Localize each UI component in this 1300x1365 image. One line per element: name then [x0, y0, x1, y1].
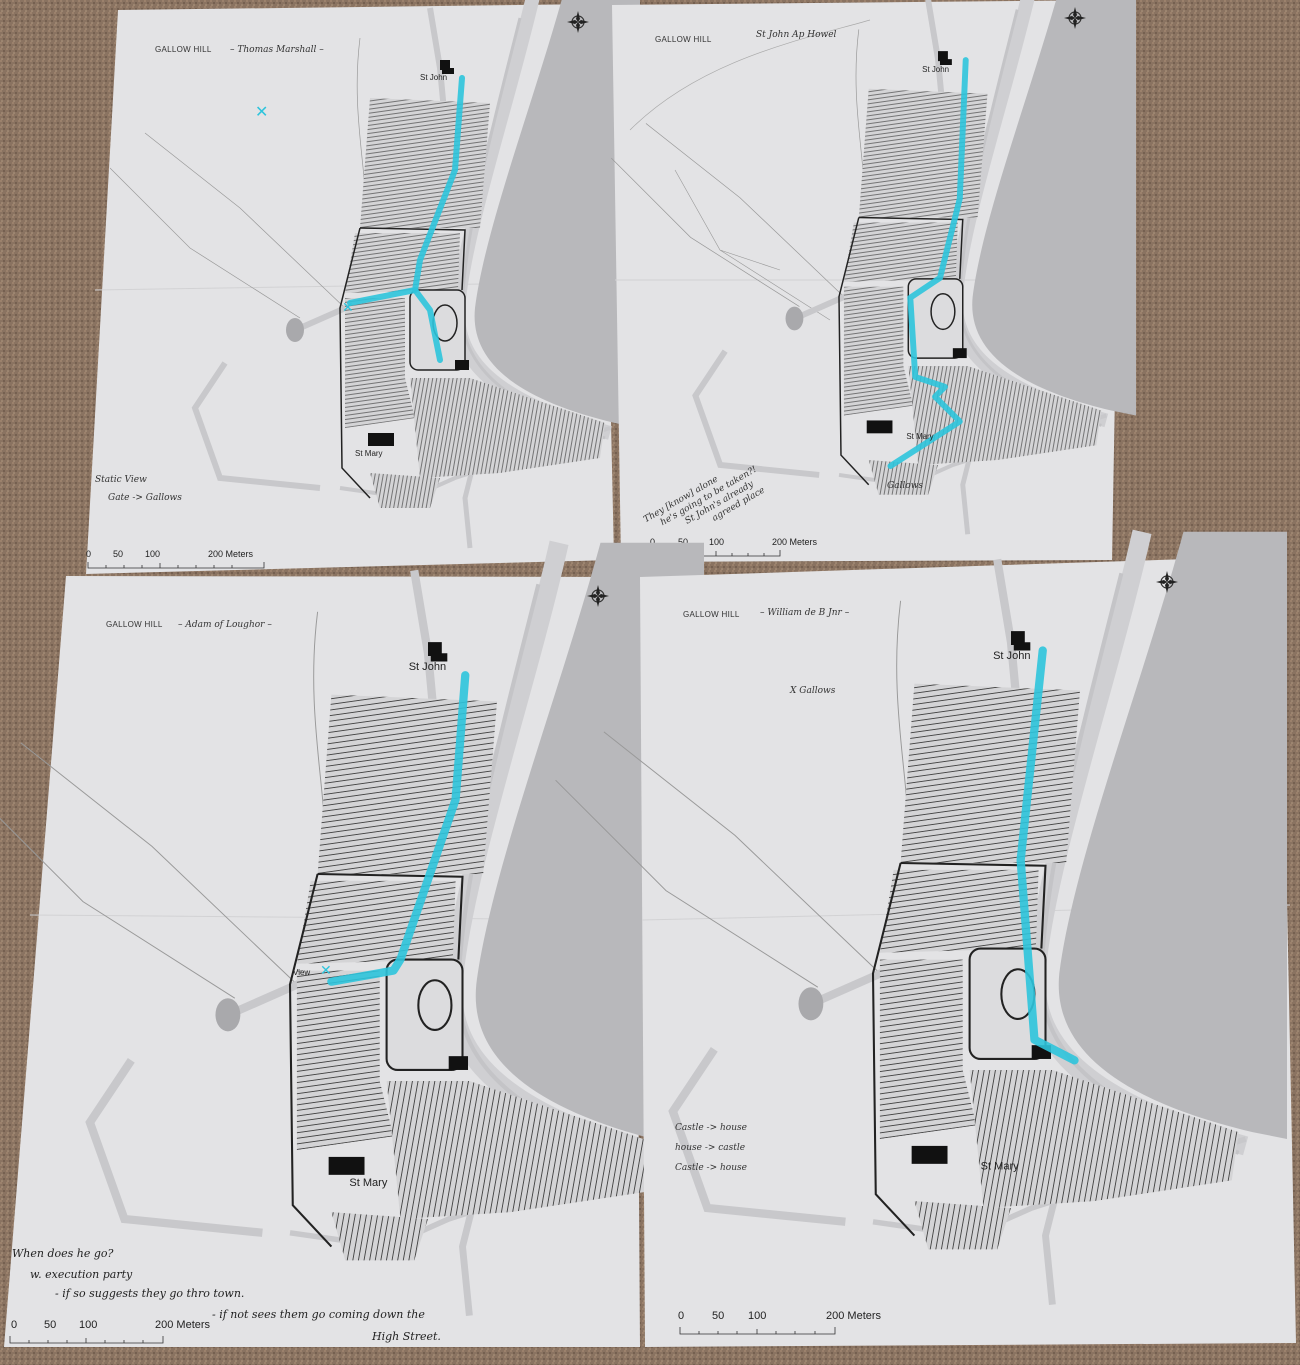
label-st-mary: St Mary	[981, 1160, 1019, 1172]
map-sheet-3: St John St Mary View ✕ GALLOW HILL – Ada…	[0, 543, 704, 1347]
handwritten-note: - if so suggests they go thro town.	[55, 1287, 244, 1300]
handwritten-note: - if not sees them go coming down the	[212, 1308, 425, 1321]
route-path	[347, 75, 465, 306]
handwritten-author: – William de B Jnr –	[760, 608, 850, 618]
handwritten-author: St John Ap Howel	[756, 30, 837, 40]
svg-text:100: 100	[748, 1310, 766, 1322]
handwritten-note: Static View	[95, 475, 147, 485]
map-sheet-2: St John St Mary Gallows GALLOW HILL St J…	[611, 0, 1136, 562]
handwritten-note: High Street.	[371, 1330, 441, 1343]
svg-text:50: 50	[678, 537, 688, 547]
label-st-mary: St Mary	[349, 1177, 387, 1189]
handwritten-note: Gate -> Gallows	[108, 493, 182, 503]
route-path	[1016, 646, 1079, 1065]
x-mark: ✕	[320, 963, 332, 979]
route-path	[887, 57, 969, 469]
handwritten-author: – Adam of Loughor –	[178, 620, 272, 630]
svg-text:0: 0	[11, 1319, 17, 1331]
scale-bar: 0 50 100 200 Meters	[678, 1310, 882, 1335]
label-st-john: St John	[993, 650, 1030, 662]
svg-text:100: 100	[79, 1319, 97, 1331]
svg-text:50: 50	[44, 1319, 56, 1331]
svg-text:200 Meters: 200 Meters	[155, 1319, 211, 1331]
handwritten-note: Castle -> house	[675, 1123, 747, 1133]
svg-text:200 Meters: 200 Meters	[772, 537, 818, 547]
map-title: GALLOW HILL	[683, 610, 740, 619]
map-title: GALLOW HILL	[155, 45, 212, 54]
map-title: GALLOW HILL	[106, 620, 163, 629]
handwritten-author: – Thomas Marshall –	[230, 45, 324, 55]
svg-text:100: 100	[709, 537, 724, 547]
handwritten-note: When does he go?	[12, 1247, 114, 1260]
svg-text:50: 50	[712, 1310, 724, 1322]
x-mark: ✕	[342, 300, 354, 316]
label-st-mary: St Mary	[355, 449, 383, 458]
scale-bar: 0 50 100 200 Meters	[86, 549, 265, 569]
map-sheet-1: St John St Mary ✕ ✕ GALLOW HILL – Thomas…	[86, 0, 640, 574]
route-path	[327, 671, 470, 986]
label-st-john: St John	[922, 65, 949, 74]
handwritten-note: Castle -> house	[675, 1163, 747, 1173]
map-title: GALLOW HILL	[655, 35, 712, 44]
label-view: View	[293, 968, 310, 977]
svg-text:0: 0	[678, 1310, 684, 1322]
svg-text:0: 0	[86, 549, 91, 559]
svg-text:200 Meters: 200 Meters	[208, 549, 254, 559]
svg-text:50: 50	[113, 549, 123, 559]
label-gallows: X Gallows	[789, 686, 836, 696]
map-sheet-4: St John St Mary X Gallows GALLOW HILL – …	[556, 532, 1296, 1347]
svg-text:100: 100	[145, 549, 160, 559]
x-mark: ✕	[255, 102, 268, 121]
svg-text:0: 0	[650, 537, 655, 547]
scale-bar: 0 50 100 200 Meters	[9, 1319, 211, 1344]
route-path	[412, 287, 443, 363]
svg-text:200 Meters: 200 Meters	[826, 1310, 882, 1322]
label-gallows: Gallows	[887, 481, 923, 491]
label-st-mary: St Mary	[906, 432, 933, 441]
handwritten-note: w. execution party	[30, 1268, 133, 1281]
handwritten-note: house -> castle	[675, 1143, 745, 1153]
label-st-john: St John	[420, 73, 447, 82]
label-st-john: St John	[409, 661, 446, 673]
